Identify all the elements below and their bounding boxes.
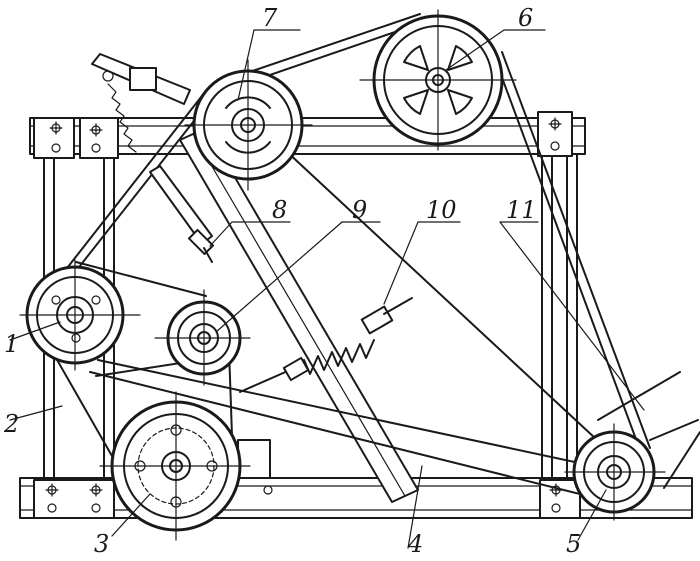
label-7: 7	[262, 4, 278, 32]
belt-6-5	[493, 55, 641, 451]
pulley-6	[359, 9, 517, 151]
pulley-1	[19, 259, 141, 371]
belt-2	[41, 91, 206, 301]
pulley-7	[184, 59, 313, 191]
bolts	[45, 117, 563, 513]
label-1: 1	[4, 330, 19, 358]
label-10: 10	[426, 196, 457, 224]
pulley-9	[154, 289, 251, 386]
right-inner-post	[541, 153, 553, 479]
label-5: 5	[566, 530, 581, 558]
cylinder-8	[149, 165, 215, 263]
spring-10	[239, 297, 413, 393]
label-3: 3	[94, 530, 109, 558]
label-9: 9	[352, 196, 367, 224]
label-2: 2	[3, 410, 19, 438]
labels: 1 2 3 4 5 6 7 8 9 10 11	[3, 4, 581, 558]
label-11: 11	[506, 196, 537, 224]
pulley-5	[564, 423, 666, 521]
label-6: 6	[518, 4, 533, 32]
pulley-3	[99, 391, 251, 541]
motor-bracket	[237, 439, 271, 479]
spring-lever	[91, 53, 191, 153]
bottom-left-plate	[33, 479, 115, 519]
label-8: 8	[272, 196, 287, 224]
leader-lines	[9, 29, 645, 549]
label-4: 4	[407, 530, 423, 558]
